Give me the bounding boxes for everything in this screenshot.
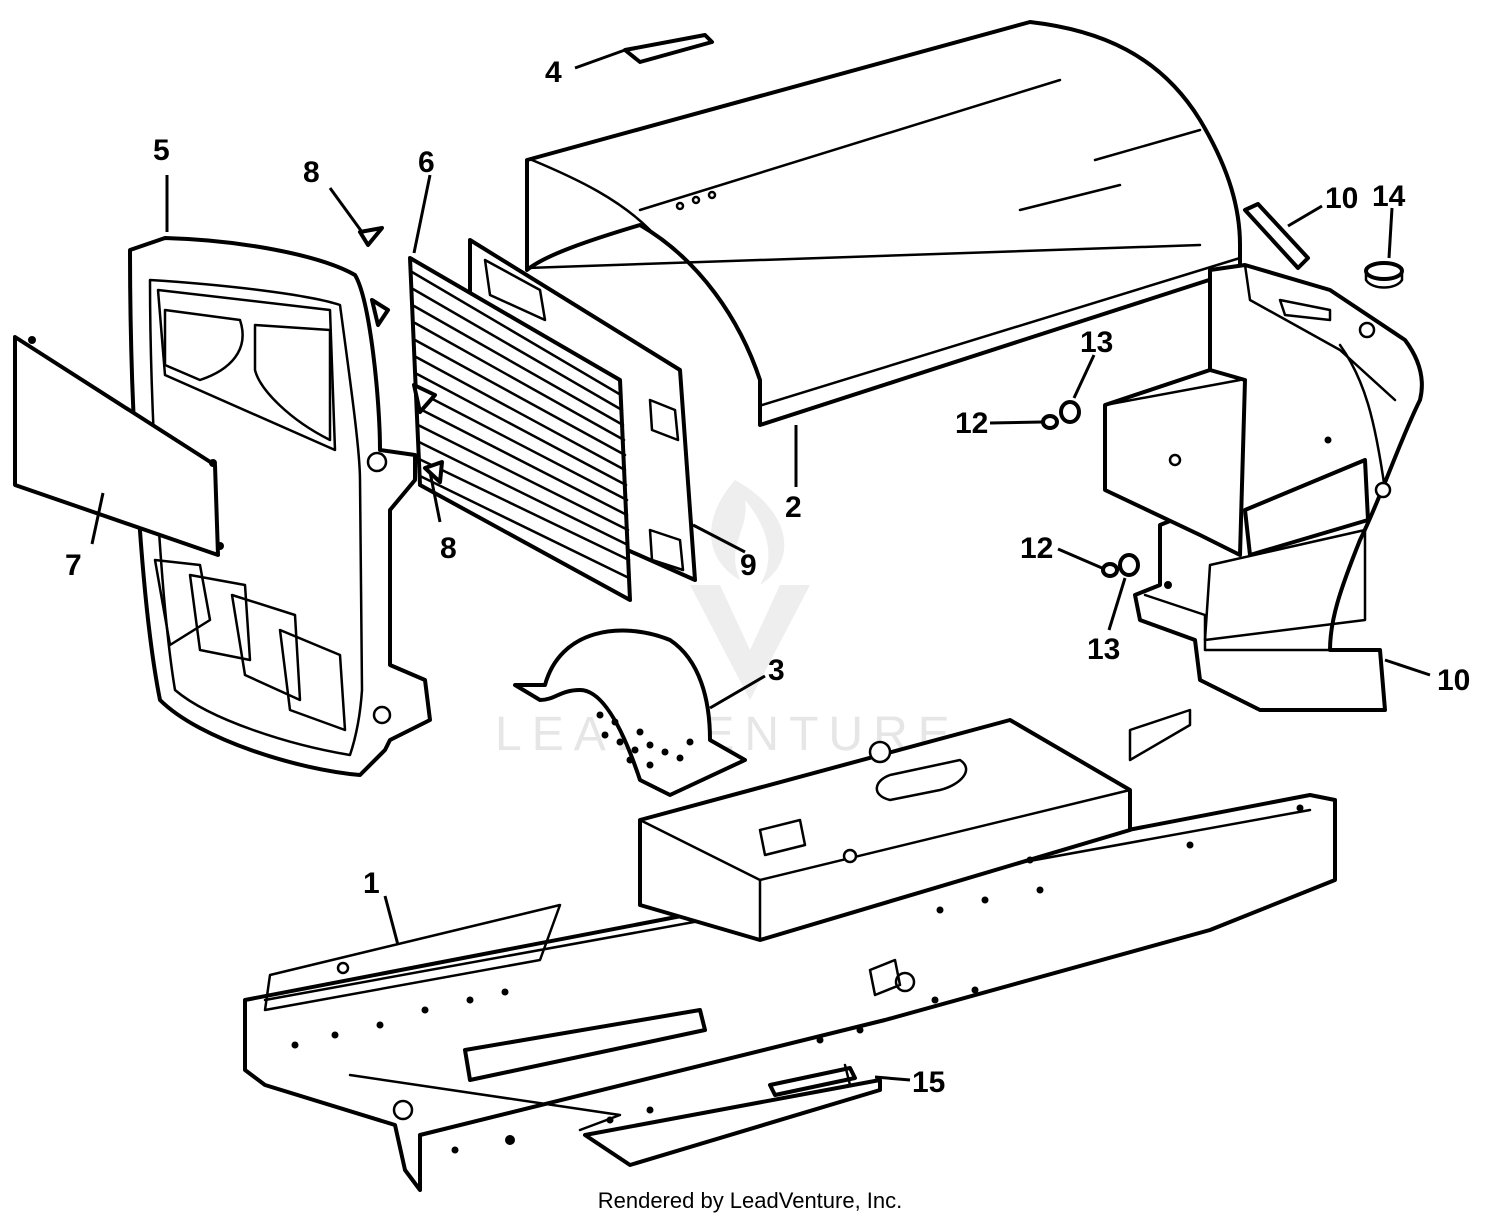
callout-2: 2: [785, 491, 802, 524]
footer-credit: Rendered by LeadVenture, Inc.: [597, 1188, 903, 1213]
console-part-10[interactable]: [1103, 263, 1424, 712]
leader-lines: [90, 48, 1431, 1082]
grille-louvers-part-6[interactable]: [408, 256, 632, 602]
shroud-part-3[interactable]: [513, 628, 747, 797]
hood-part-2[interactable]: [525, 20, 1242, 427]
frame-part-1[interactable]: [243, 708, 1337, 1192]
bushing-part-12-upper[interactable]: [1041, 414, 1059, 430]
callout-13-lower: 13: [1087, 633, 1120, 666]
callout-11: 10: [1325, 182, 1358, 215]
callout-5: 5: [153, 134, 170, 167]
callout-6: 6: [418, 146, 435, 179]
insert-part-7[interactable]: [13, 335, 224, 557]
callout-7: 7: [65, 549, 82, 582]
callout-4: 4: [545, 56, 562, 89]
clip-part-8-a[interactable]: [370, 298, 390, 327]
rod-part-11[interactable]: [1243, 202, 1310, 270]
callout-15: 15: [912, 1066, 945, 1099]
cap-part-14[interactable]: [1364, 261, 1404, 289]
bushing-part-13-lower[interactable]: [1118, 553, 1140, 577]
bushing-part-13-upper[interactable]: [1059, 400, 1081, 424]
callout-12-lower: 12: [1020, 532, 1053, 565]
callout-8-bottom: 8: [440, 532, 457, 565]
callout-14: 14: [1372, 180, 1406, 213]
callout-labels: 4 5 6 8 8 7 9 2 3 1 10 14 13 12 12 13 9 …: [65, 56, 1470, 1099]
grille-frame-part-5[interactable]: [128, 236, 432, 777]
callout-3: 3: [768, 654, 785, 687]
strap-part-15[interactable]: [843, 1063, 852, 1087]
clip-part-8-top[interactable]: [358, 226, 384, 247]
clip-part-8-b[interactable]: [412, 383, 437, 414]
bushing-part-12-lower[interactable]: [1101, 562, 1119, 578]
callout-13-upper: 13: [1080, 326, 1113, 359]
callout-12-upper: 12: [955, 407, 988, 440]
callout-9: 9: [740, 549, 757, 582]
callout-8-top: 8: [303, 156, 320, 189]
clip-part-8-c[interactable]: [423, 460, 444, 484]
callout-part-10: 10: [1437, 664, 1470, 697]
emblem-part-4[interactable]: [623, 33, 714, 64]
callout-1: 1: [363, 867, 380, 900]
